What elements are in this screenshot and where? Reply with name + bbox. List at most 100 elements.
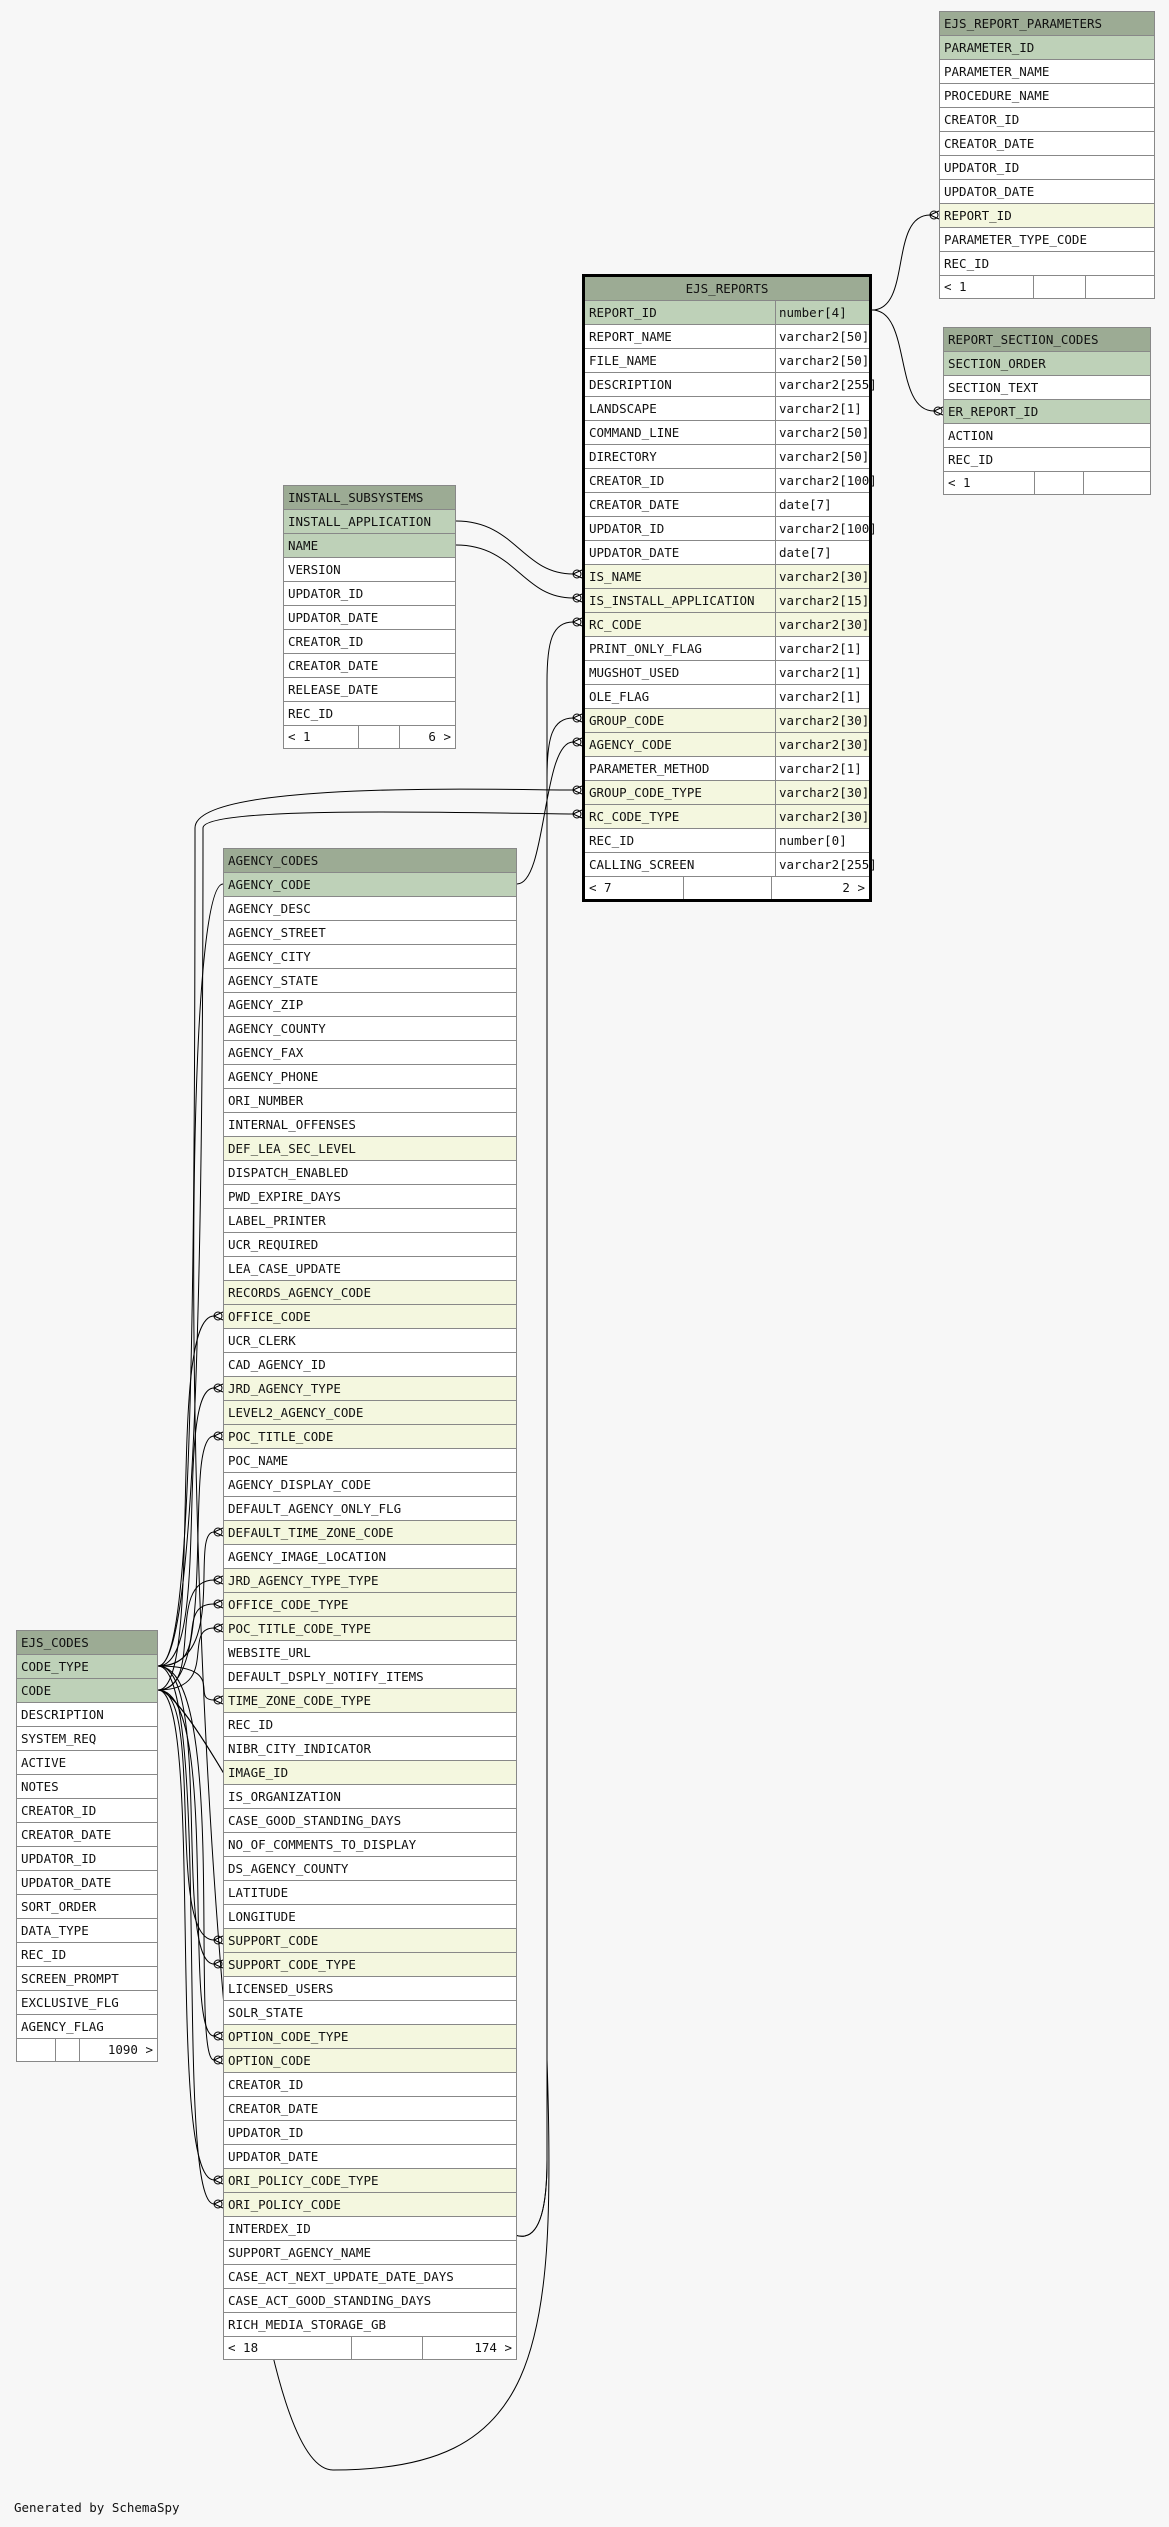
- column-row[interactable]: OPTION_CODE: [224, 2049, 516, 2073]
- column-row[interactable]: UCR_CLERK: [224, 1329, 516, 1353]
- column-row[interactable]: SUPPORT_CODE_TYPE: [224, 1953, 516, 1977]
- column-row[interactable]: RICH_MEDIA_STORAGE_GB: [224, 2313, 516, 2337]
- column-row[interactable]: UPDATOR_ID: [940, 156, 1154, 180]
- column-row[interactable]: UPDATOR_DATE: [940, 180, 1154, 204]
- column-row[interactable]: INTERDEX_ID: [224, 2217, 516, 2241]
- column-row[interactable]: ORI_NUMBER: [224, 1089, 516, 1113]
- column-row[interactable]: ACTION: [944, 424, 1150, 448]
- column-row[interactable]: RELEASE_DATE: [284, 678, 455, 702]
- column-row[interactable]: OFFICE_CODE_TYPE: [224, 1593, 516, 1617]
- column-row[interactable]: AGENCY_ZIP: [224, 993, 516, 1017]
- column-row[interactable]: AGENCY_STREET: [224, 921, 516, 945]
- column-row[interactable]: LABEL_PRINTER: [224, 1209, 516, 1233]
- column-row[interactable]: SUPPORT_AGENCY_NAME: [224, 2241, 516, 2265]
- column-row[interactable]: SORT_ORDER: [17, 1895, 157, 1919]
- column-row[interactable]: PROCEDURE_NAME: [940, 84, 1154, 108]
- column-row[interactable]: OPTION_CODE_TYPE: [224, 2025, 516, 2049]
- column-row[interactable]: CREATOR_DATE: [940, 132, 1154, 156]
- column-row[interactable]: LEVEL2_AGENCY_CODE: [224, 1401, 516, 1425]
- column-row[interactable]: JRD_AGENCY_TYPE_TYPE: [224, 1569, 516, 1593]
- column-row[interactable]: AGENCY_IMAGE_LOCATION: [224, 1545, 516, 1569]
- column-row[interactable]: REC_ID: [944, 448, 1150, 472]
- column-row[interactable]: POC_TITLE_CODE_TYPE: [224, 1617, 516, 1641]
- column-row[interactable]: WEBSITE_URL: [224, 1641, 516, 1665]
- column-row[interactable]: SUPPORT_CODE: [224, 1929, 516, 1953]
- column-row[interactable]: DEFAULT_DSPLY_NOTIFY_ITEMS: [224, 1665, 516, 1689]
- column-row[interactable]: DESCRIPTION: [17, 1703, 157, 1727]
- column-row[interactable]: DATA_TYPE: [17, 1919, 157, 1943]
- column-row[interactable]: UCR_REQUIRED: [224, 1233, 516, 1257]
- column-row[interactable]: CREATOR_ID: [224, 2073, 516, 2097]
- column-row[interactable]: AGENCY_FLAG: [17, 2015, 157, 2039]
- column-row[interactable]: CREATOR_ID: [17, 1799, 157, 1823]
- column-row[interactable]: AGENCY_DISPLAY_CODE: [224, 1473, 516, 1497]
- column-row[interactable]: RECORDS_AGENCY_CODE: [224, 1281, 516, 1305]
- column-row[interactable]: REC_ID: [284, 702, 455, 726]
- column-row[interactable]: AGENCY_DESC: [224, 897, 516, 921]
- column-row[interactable]: REC_ID: [224, 1713, 516, 1737]
- column-row[interactable]: PARAMETER_NAME: [940, 60, 1154, 84]
- column-row[interactable]: SYSTEM_REQ: [17, 1727, 157, 1751]
- column-row[interactable]: POC_NAME: [224, 1449, 516, 1473]
- column-row[interactable]: AGENCY_COUNTY: [224, 1017, 516, 1041]
- column-row[interactable]: IMAGE_ID: [224, 1761, 516, 1785]
- column-row[interactable]: CREATOR_DATE: [224, 2097, 516, 2121]
- column-row[interactable]: OFFICE_CODE: [224, 1305, 516, 1329]
- column-row[interactable]: DEF_LEA_SEC_LEVEL: [224, 1137, 516, 1161]
- column-row[interactable]: TIME_ZONE_CODE_TYPE: [224, 1689, 516, 1713]
- column-row[interactable]: UPDATOR_ID: [224, 2121, 516, 2145]
- column-row[interactable]: JRD_AGENCY_TYPE: [224, 1377, 516, 1401]
- column-row[interactable]: INSTALL_APPLICATION: [284, 510, 455, 534]
- column-row[interactable]: PWD_EXPIRE_DAYS: [224, 1185, 516, 1209]
- column-row[interactable]: CREATOR_DATE: [17, 1823, 157, 1847]
- column-row[interactable]: IS_ORGANIZATION: [224, 1785, 516, 1809]
- column-row[interactable]: AGENCY_CODE: [224, 873, 516, 897]
- column-row[interactable]: SECTION_TEXT: [944, 376, 1150, 400]
- column-row[interactable]: UPDATOR_ID: [17, 1847, 157, 1871]
- column-row[interactable]: LEA_CASE_UPDATE: [224, 1257, 516, 1281]
- column-row[interactable]: CASE_GOOD_STANDING_DAYS: [224, 1809, 516, 1833]
- column-row[interactable]: ORI_POLICY_CODE: [224, 2193, 516, 2217]
- column-row[interactable]: ACTIVE: [17, 1751, 157, 1775]
- column-row[interactable]: CASE_ACT_GOOD_STANDING_DAYS: [224, 2289, 516, 2313]
- column-row[interactable]: AGENCY_FAX: [224, 1041, 516, 1065]
- column-row[interactable]: SECTION_ORDER: [944, 352, 1150, 376]
- column-row[interactable]: CREATOR_DATE: [284, 654, 455, 678]
- column-row[interactable]: PARAMETER_TYPE_CODE: [940, 228, 1154, 252]
- column-row[interactable]: REC_ID: [940, 252, 1154, 276]
- column-row[interactable]: NAME: [284, 534, 455, 558]
- column-row[interactable]: CODE_TYPE: [17, 1655, 157, 1679]
- column-row[interactable]: CREATOR_ID: [940, 108, 1154, 132]
- column-row[interactable]: REC_ID: [17, 1943, 157, 1967]
- column-row[interactable]: CREATOR_ID: [284, 630, 455, 654]
- column-row[interactable]: NIBR_CITY_INDICATOR: [224, 1737, 516, 1761]
- column-row[interactable]: AGENCY_STATE: [224, 969, 516, 993]
- column-row[interactable]: EXCLUSIVE_FLG: [17, 1991, 157, 2015]
- column-row[interactable]: AGENCY_CITY: [224, 945, 516, 969]
- column-row[interactable]: DEFAULT_TIME_ZONE_CODE: [224, 1521, 516, 1545]
- column-row[interactable]: LATITUDE: [224, 1881, 516, 1905]
- column-row[interactable]: UPDATOR_ID: [284, 582, 455, 606]
- column-row[interactable]: UPDATOR_DATE: [17, 1871, 157, 1895]
